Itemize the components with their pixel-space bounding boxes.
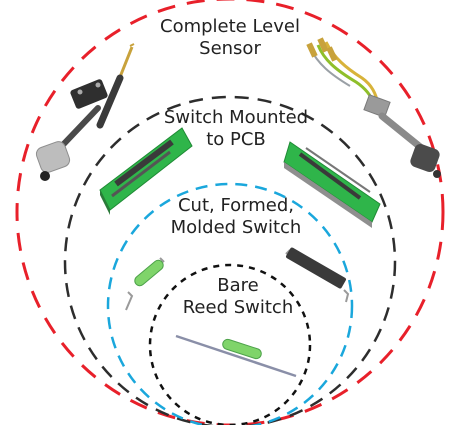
float-sensor-wired-icon [306,37,441,178]
label-bare-reed-switch: Bare [217,275,258,296]
label-complete-level-sensor-line2: Sensor [199,38,261,59]
ring-bare-reed-switch [148,263,312,425]
label-complete-level-sensor: Complete Level [160,16,300,37]
pcb-switch-icon-right [283,141,381,228]
label-switch-mounted-to-pcb-line2: to PCB [206,129,266,150]
float-sensor-vertical-icon [35,43,135,181]
ring-complete-level-sensor [15,0,445,425]
label-switch-mounted-to-pcb: Switch Mounted [164,107,308,128]
molded-switch-icon-right [285,247,350,303]
label-cut-formed-molded-switch-line2: Molded Switch [171,217,302,238]
ring-switch-mounted-to-pcb [63,95,397,425]
reed-switch-icon [175,334,297,378]
label-bare-reed-switch-line2: Reed Switch [183,297,294,318]
molded-switch-icon-left [125,257,165,311]
label-cut-formed-molded-switch: Cut, Formed, [178,195,294,216]
pcb-switch-icon-left [99,127,193,215]
ring-cut-formed-molded-switch [106,182,354,425]
